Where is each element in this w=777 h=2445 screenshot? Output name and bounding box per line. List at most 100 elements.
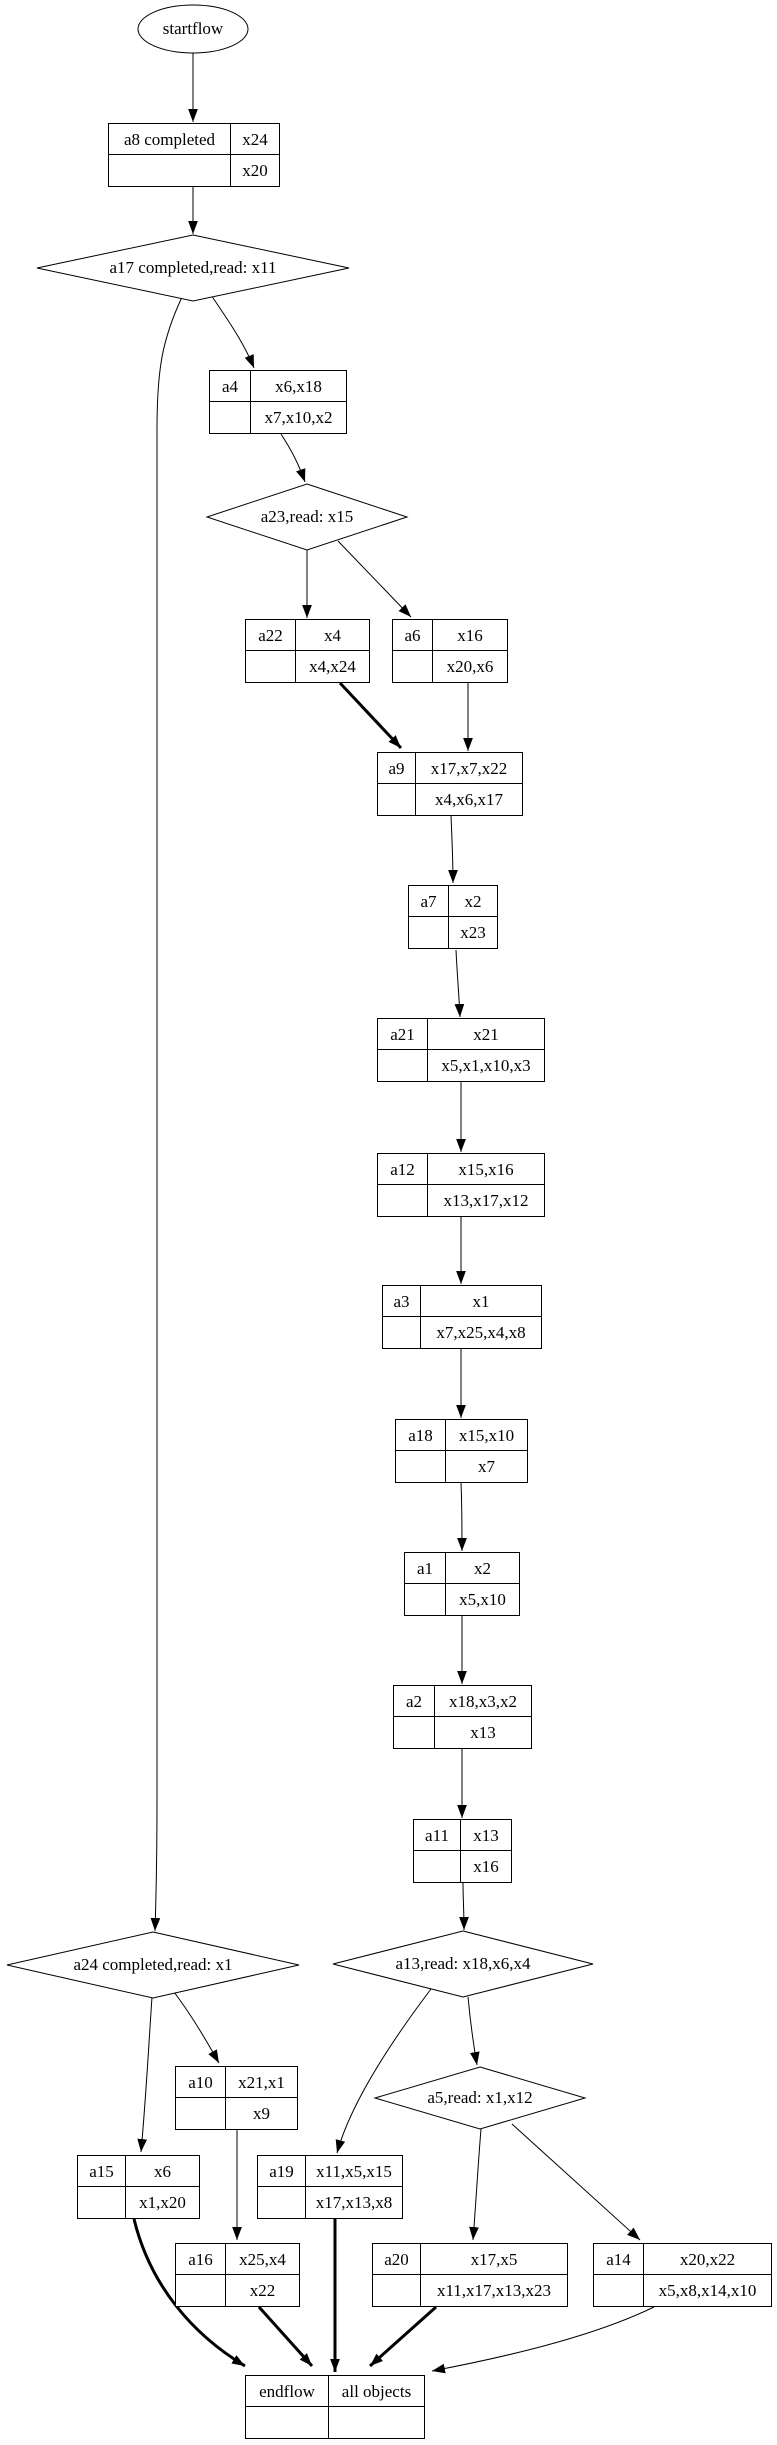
record-blank — [176, 2098, 226, 2129]
node-a18: a18 x15,x10 x7 — [395, 1419, 528, 1483]
start-node-shape — [137, 4, 249, 54]
edge-a18-a1 — [457, 1482, 467, 1552]
record-blank — [373, 2275, 421, 2306]
node-a4: a4 x6,x18 x7,x10,x2 — [209, 370, 347, 434]
start-node-label: startflow — [162, 19, 224, 38]
node-a8: a8 completed x24 x20 — [108, 123, 280, 187]
record-name: a2 — [394, 1686, 435, 1717]
record-top-set: x21 — [428, 1019, 544, 1050]
edge-a13-a19 — [335, 1988, 432, 2154]
decision-a23-label: a23,read: x15 — [260, 507, 354, 526]
record-blank — [109, 155, 231, 186]
record-top-set: x1 — [421, 1286, 541, 1317]
record-name: a11 — [414, 1820, 461, 1851]
node-a3: a3 x1 x7,x25,x4,x8 — [382, 1285, 542, 1349]
record-bottom-set: x9 — [253, 2104, 270, 2123]
record-top-set: x17,x5 — [421, 2244, 567, 2275]
edge-a20-endflow — [369, 2305, 437, 2368]
record-bottom-set: x5,x10 — [459, 1590, 506, 1609]
record-top-set: x15,x16 — [428, 1154, 544, 1185]
edge-a24-a10 — [173, 1991, 220, 2064]
record-bottom-set: x5,x1,x10,x3 — [441, 1056, 531, 1075]
record-top-set: x2 — [446, 1553, 519, 1584]
record-name: a16 — [176, 2244, 226, 2275]
edge-a4-a23 — [280, 433, 306, 483]
record-name: a21 — [378, 1019, 428, 1050]
record-top-set: x24 — [231, 124, 279, 155]
record-top-set: all objects — [329, 2376, 424, 2407]
node-a22: a22 x4 x4,x24 — [245, 619, 370, 683]
node-a14: a14 x20,x22 x5,x8,x14,x10 — [593, 2243, 772, 2307]
record-blank — [405, 1584, 446, 1615]
record-top-set: x21,x1 — [226, 2067, 297, 2098]
record-bottom-set: x13,x17,x12 — [443, 1191, 529, 1210]
record-blank — [378, 784, 416, 815]
record-name: a3 — [383, 1286, 421, 1317]
record-name: a14 — [594, 2244, 644, 2275]
record-bottom-set — [329, 2407, 424, 2438]
record-top-set: x6 — [126, 2156, 199, 2187]
record-name: a8 completed — [109, 124, 231, 155]
edge-a14-endflow — [431, 2306, 655, 2374]
record-bottom-set: x17,x13,x8 — [315, 2193, 393, 2212]
edge-a11-a13 — [459, 1882, 469, 1931]
node-a6: a6 x16 x20,x6 — [392, 619, 508, 683]
edge-a22-a9 — [338, 681, 403, 750]
decision-a24-shape — [6, 1931, 300, 1999]
edge-a9-a7 — [448, 815, 458, 884]
edge-a16-endflow — [257, 2305, 314, 2368]
record-top-set: x16 — [433, 620, 507, 651]
node-a21: a21 x21 x5,x1,x10,x3 — [377, 1018, 545, 1082]
node-endflow: endflow all objects — [245, 2375, 425, 2439]
edge-a5-a20 — [469, 2128, 482, 2241]
record-bottom-set: x4,x24 — [309, 657, 356, 676]
record-name: a19 — [258, 2156, 306, 2187]
record-blank — [393, 651, 433, 682]
record-top-set: x13 — [461, 1820, 511, 1851]
record-blank — [409, 917, 449, 948]
record-name: a10 — [176, 2067, 226, 2098]
node-a7: a7 x2 x23 — [408, 885, 498, 949]
record-blank — [258, 2187, 306, 2218]
record-blank — [246, 651, 296, 682]
node-a2: a2 x18,x3,x2 x13 — [393, 1685, 532, 1749]
decision-a5-label: a5,read: x1,x12 — [427, 2088, 533, 2107]
node-a16: a16 x25,x4 x22 — [175, 2243, 300, 2307]
record-name: a7 — [409, 886, 449, 917]
record-top-set: x15,x10 — [446, 1420, 527, 1451]
edge-a7-a21 — [454, 949, 465, 1018]
record-blank — [396, 1451, 446, 1482]
record-name: a6 — [393, 620, 433, 651]
node-a20: a20 x17,x5 x11,x17,x13,x23 — [372, 2243, 568, 2307]
record-bottom-set: x7 — [478, 1457, 495, 1476]
decision-a13-label: a13,read: x18,x6,x4 — [395, 1954, 531, 1973]
record-bottom-set: x22 — [249, 2281, 276, 2300]
record-blank — [176, 2275, 226, 2306]
record-name: a9 — [378, 753, 416, 784]
record-name: a18 — [396, 1420, 446, 1451]
record-name: a22 — [246, 620, 296, 651]
decision-a5-shape — [373, 2066, 587, 2130]
decision-a17-shape — [36, 234, 350, 302]
record-name: a12 — [378, 1154, 428, 1185]
edge-a24-a15 — [137, 1996, 153, 2153]
record-top-set: x6,x18 — [251, 371, 346, 402]
record-name: a15 — [78, 2156, 126, 2187]
decision-a17-label: a17 completed,read: x11 — [109, 258, 277, 277]
record-bottom-set: x16 — [473, 1857, 499, 1876]
record-top-set: x20,x22 — [644, 2244, 771, 2275]
edge-a17-a4 — [210, 294, 255, 369]
record-name: a4 — [210, 371, 251, 402]
record-bottom-set: x11,x17,x13,x23 — [436, 2281, 552, 2300]
record-bottom-set: x13 — [470, 1723, 496, 1742]
record-blank — [414, 1851, 461, 1882]
record-top-set: x18,x3,x2 — [435, 1686, 531, 1717]
edge-a13-a5 — [467, 1996, 480, 2066]
node-a9: a9 x17,x7,x22 x4,x6,x17 — [377, 752, 523, 816]
record-name: a20 — [373, 2244, 421, 2275]
decision-a23-shape — [205, 483, 409, 551]
record-blank — [594, 2275, 644, 2306]
record-top-set: x25,x4 — [226, 2244, 299, 2275]
record-top-set: x11,x5,x15 — [306, 2156, 402, 2187]
